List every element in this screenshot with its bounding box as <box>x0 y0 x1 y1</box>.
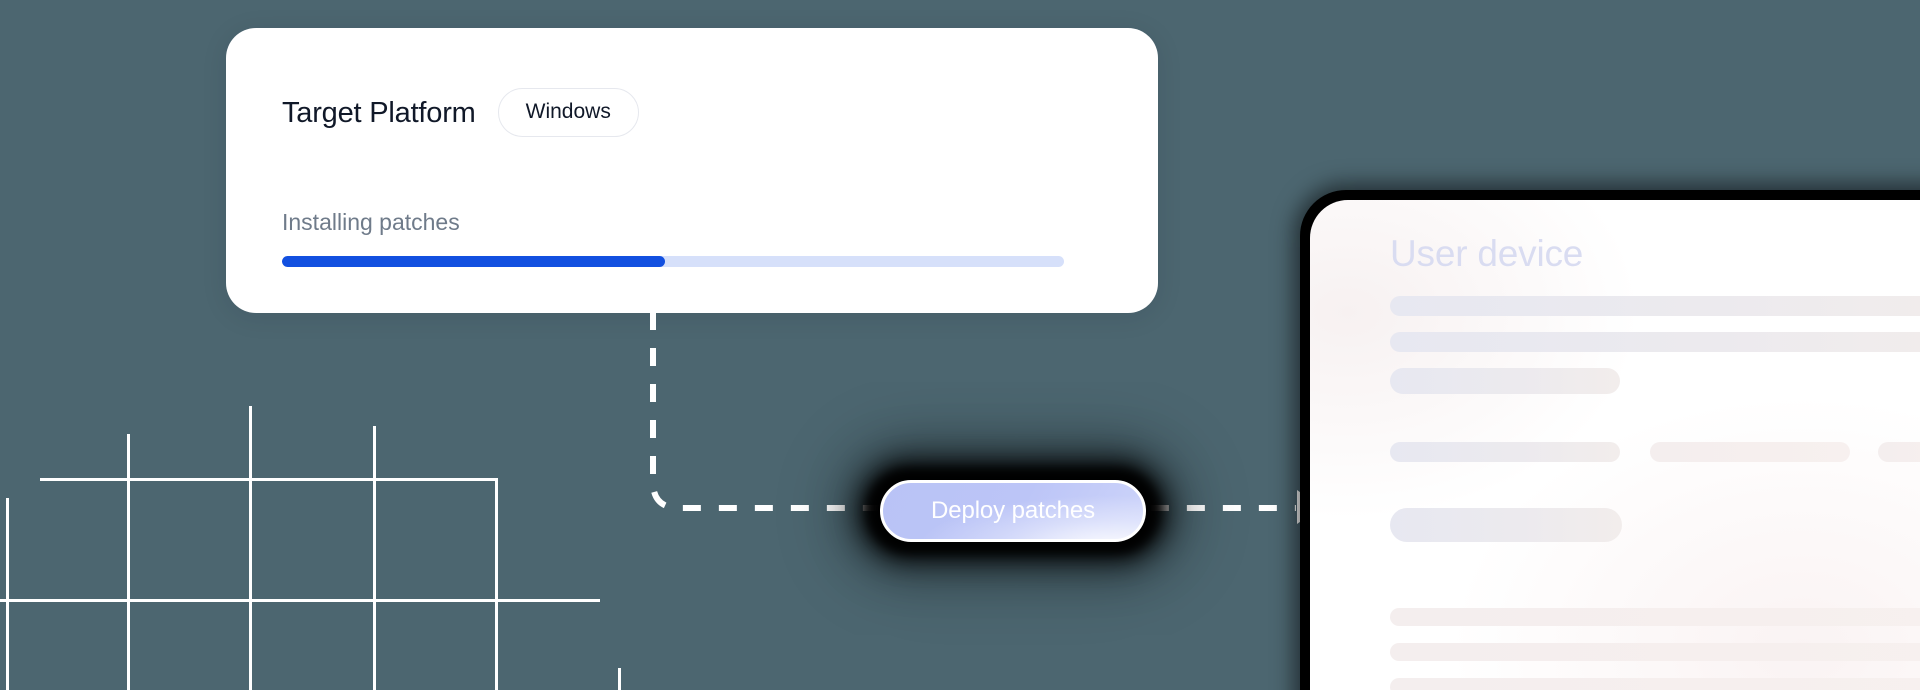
skeleton-bar <box>1390 608 1920 626</box>
progress-bar-track <box>282 256 1064 267</box>
deploy-patches-control[interactable]: Deploy patches <box>848 460 1178 562</box>
grid-line-vertical <box>618 668 621 690</box>
grid-line-vertical <box>127 434 130 690</box>
skeleton-bar <box>1390 296 1920 316</box>
device-title: User device <box>1390 233 1584 274</box>
grid-line-horizontal <box>0 599 600 602</box>
skeleton-bar <box>1390 368 1620 394</box>
skeleton-bar <box>1390 678 1920 690</box>
skeleton-bar <box>1390 508 1622 542</box>
user-device-mockup: User device <box>1300 190 1920 690</box>
grid-line-vertical <box>249 406 252 690</box>
skeleton-bar <box>1878 442 1920 462</box>
grid-line-vertical <box>373 426 376 690</box>
card-header: Target Platform Windows <box>282 88 639 137</box>
deploy-patches-label: Deploy patches <box>930 497 1096 524</box>
skeleton-bar <box>1390 643 1920 661</box>
skeleton-bar <box>1390 442 1620 462</box>
skeleton-bar <box>1650 442 1850 462</box>
device-screen: User device <box>1310 200 1920 690</box>
status-text: Installing patches <box>282 209 460 235</box>
target-platform-card: Target Platform Windows Installing patch… <box>226 28 1158 313</box>
skeleton-bar <box>1390 332 1920 352</box>
grid-line-horizontal <box>40 478 496 481</box>
grid-line-vertical <box>6 498 9 690</box>
progress-bar-fill <box>282 256 666 267</box>
platform-badge[interactable]: Windows <box>497 88 639 137</box>
page-title: Target Platform <box>282 96 476 129</box>
grid-line-vertical <box>495 478 498 690</box>
deploy-patches-button[interactable]: Deploy patches <box>880 480 1146 542</box>
